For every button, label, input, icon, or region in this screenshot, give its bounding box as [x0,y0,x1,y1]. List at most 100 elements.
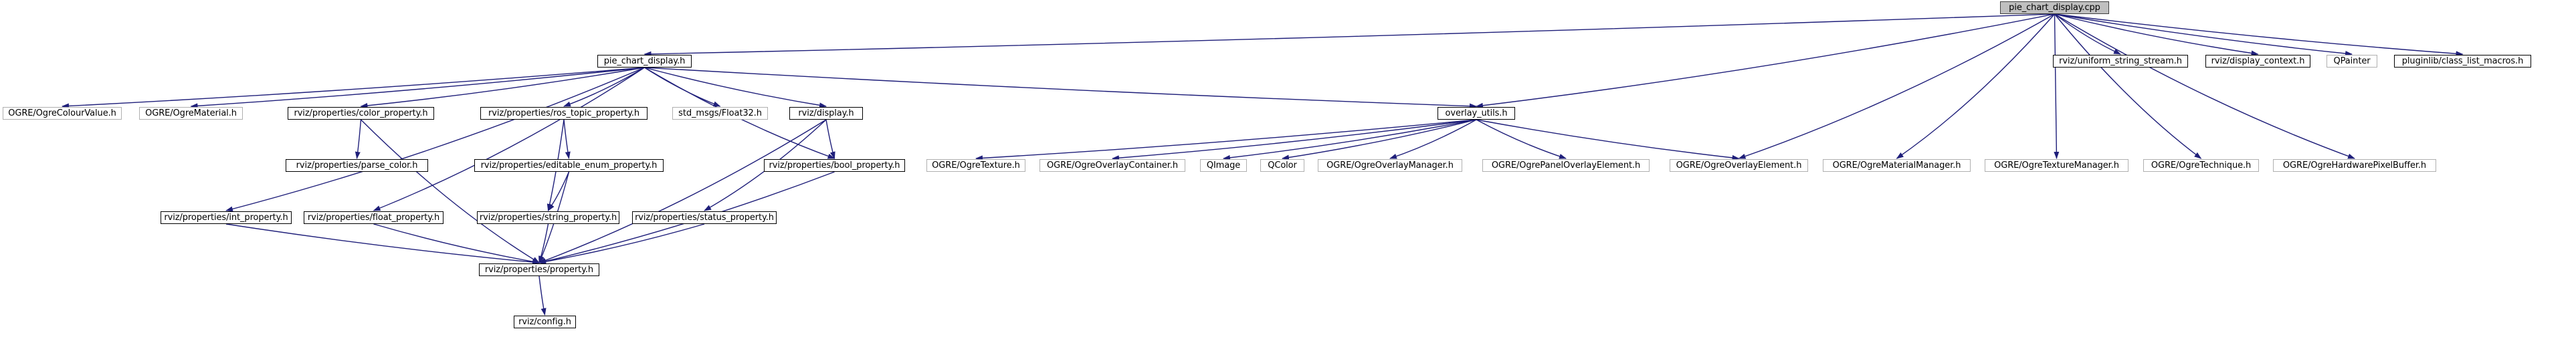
graph-node-label: OGRE/OgreOverlayContainer.h [1046,160,1179,171]
graph-node-label: overlay_utils.h [1445,108,1508,118]
graph-edge [62,67,645,109]
graph-edge [1738,13,2055,159]
graph-node-label: OGRE/OgrePanelOverlayElement.h [1491,160,1641,171]
graph-node-label: rviz/config.h [518,317,571,327]
graph-node-label: pie_chart_display.cpp [2009,3,2100,13]
graph-edge [225,67,645,212]
graph-edge [563,67,645,107]
graph-edge [1282,119,1477,160]
graph-node-label: OGRE/OgreMaterial.h [145,108,237,118]
graph-node-label: OGRE/OgreTexture.h [932,160,1020,171]
graph-edge [1476,119,1567,159]
graph-node-n3[interactable]: rviz/display_context.h [2205,55,2310,68]
graph-node-n31[interactable]: rviz/properties/property.h [479,263,599,276]
graph-edge [1476,13,2055,108]
graph-node-label: rviz/properties/editable_enum_property.h [480,160,658,171]
graph-node-label: rviz/properties/string_property.h [479,213,617,223]
graph-node-n20[interactable]: OGRE/OgreOverlayManager.h [1318,159,1462,172]
graph-node-n13[interactable]: rviz/properties/parse_color.h [286,159,428,172]
graph-node-label: OGRE/OgreOverlayElement.h [1676,160,1802,171]
graph-edge [2054,13,2060,159]
graph-node-label: OGRE/OgreOverlayManager.h [1326,160,1454,171]
graph-node-n22[interactable]: OGRE/OgreOverlayElement.h [1670,159,1808,172]
graph-edge [2054,13,2259,56]
graph-node-label: rviz/properties/property.h [484,265,594,275]
graph-edge [355,119,362,159]
graph-node-n26[interactable]: OGRE/OgreHardwarePixelBuffer.h [2273,159,2436,172]
graph-edge [975,119,1477,161]
graph-node-n29[interactable]: rviz/properties/string_property.h [477,211,619,224]
graph-node-label: OGRE/OgreHardwarePixelBuffer.h [2282,160,2427,171]
graph-edge [538,275,547,316]
graph-node-n21[interactable]: OGRE/OgrePanelOverlayElement.h [1482,159,1650,172]
graph-node-n1[interactable]: pie_chart_display.h [597,55,692,68]
graph-edge [825,119,835,159]
graph-node-n24[interactable]: OGRE/OgreTextureManager.h [1985,159,2128,172]
graph-edge [225,223,540,265]
graph-node-label: rviz/uniform_string_stream.h [2059,56,2182,66]
graph-edge [538,223,705,265]
graph-node-label: QPainter [2333,56,2371,66]
graph-node-label: rviz/properties/color_property.h [294,108,428,118]
graph-edge [563,119,571,159]
graph-edge [1223,119,1477,160]
graph-node-n8[interactable]: rviz/properties/color_property.h [288,107,434,120]
graph-node-n32[interactable]: rviz/config.h [514,316,576,328]
graph-edge [547,171,570,211]
graph-edge [1112,119,1477,161]
graph-node-n10[interactable]: std_msgs/Float32.h [672,107,768,120]
graph-node-n15[interactable]: rviz/properties/bool_property.h [764,159,905,172]
graph-edge [360,67,645,108]
graph-node-label: std_msgs/Float32.h [678,108,762,118]
graph-edge [2054,13,2121,55]
graph-node-n6[interactable]: OGRE/OgreColourValue.h [3,107,122,120]
graph-node-n18[interactable]: QImage [1200,159,1247,172]
graph-node-n19[interactable]: QColor [1260,159,1304,172]
graph-edge [1476,119,1740,160]
graph-node-n2[interactable]: rviz/uniform_string_stream.h [2053,55,2188,68]
graph-node-label: rviz/display_context.h [2211,56,2305,66]
graph-edge [2054,13,2355,159]
graph-edge [373,67,645,211]
graph-edge [190,67,645,109]
graph-edge [644,67,827,108]
graph-node-n30[interactable]: rviz/properties/status_property.h [632,211,777,224]
graph-node-label: rviz/properties/int_property.h [164,213,288,223]
graph-node-n7[interactable]: OGRE/OgreMaterial.h [139,107,243,120]
graph-node-n12[interactable]: overlay_utils.h [1438,107,1515,120]
graph-node-n17[interactable]: OGRE/OgreOverlayContainer.h [1039,159,1185,172]
graph-node-n14[interactable]: rviz/properties/editable_enum_property.h [474,159,664,172]
graph-node-n27[interactable]: rviz/properties/int_property.h [161,211,292,224]
graph-edge [361,119,540,263]
graph-node-n0[interactable]: pie_chart_display.cpp [2000,1,2109,14]
graph-node-n28[interactable]: rviz/properties/float_property.h [304,211,443,224]
graph-edge [644,67,1477,109]
graph-node-n23[interactable]: OGRE/OgreMaterialManager.h [1823,159,1971,172]
graph-edge [538,119,827,263]
graph-node-n9[interactable]: rviz/properties/ros_topic_property.h [480,107,648,120]
graph-edge [1896,13,2056,159]
graph-node-label: rviz/properties/status_property.h [635,213,774,223]
graph-edge [373,223,540,265]
graph-edge [643,13,2055,57]
graph-node-n11[interactable]: rviz/display.h [789,107,863,120]
graph-node-label: rviz/properties/parse_color.h [296,160,418,171]
graph-node-n25[interactable]: OGRE/OgreTechnique.h [2143,159,2259,172]
graph-node-n16[interactable]: OGRE/OgreTexture.h [926,159,1025,172]
graph-node-label: OGRE/OgreTechnique.h [2151,160,2252,171]
graph-node-label: QColor [1268,160,1297,171]
graph-node-label: QImage [1206,160,1241,171]
graph-node-n5[interactable]: pluginlib/class_list_macros.h [2394,55,2531,68]
graph-node-label: OGRE/OgreTextureManager.h [1994,160,2119,171]
graph-node-label: pie_chart_display.h [603,56,686,66]
graph-node-label: rviz/properties/float_property.h [307,213,440,223]
graph-node-label: rviz/properties/ros_topic_property.h [488,108,639,118]
graph-node-n4[interactable]: QPainter [2326,55,2377,68]
graph-edge [644,67,721,107]
graph-node-label: OGRE/OgreMaterialManager.h [1832,160,1961,171]
graph-edge [2054,13,2202,159]
graph-node-label: pluginlib/class_list_macros.h [2401,56,2524,66]
graph-node-label: rviz/display.h [798,108,854,118]
graph-node-label: rviz/properties/bool_property.h [769,160,900,171]
